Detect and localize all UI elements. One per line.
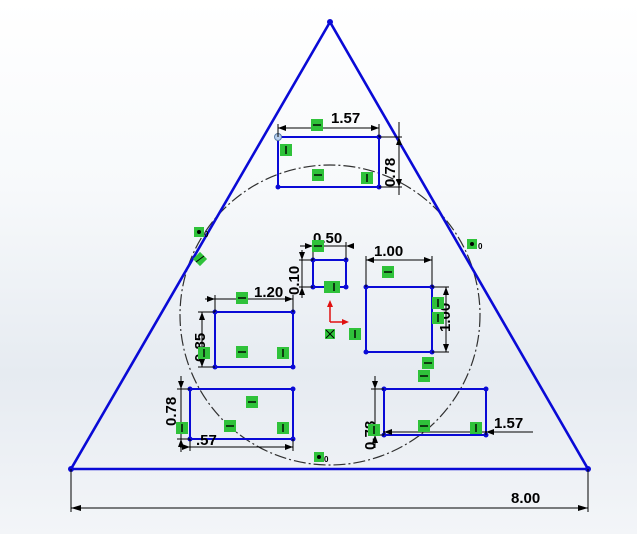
rect-left[interactable] [214,311,294,368]
dim-base-width[interactable]: 8.00 [511,490,540,507]
horizontal-relation-icon [236,292,248,304]
vertical-relation-icon [432,312,444,324]
vertical-relation-icon [361,172,373,184]
triangle-outline[interactable] [68,19,591,471]
vertical-relation-icon [432,297,444,309]
vertical-relation-icon [328,281,340,293]
relation-markers: 0 0 0 [192,227,483,464]
dim-top-width[interactable]: 1.57 [331,110,360,127]
construction-circle[interactable] [179,164,481,466]
vertical-relation-icon [277,422,289,434]
dim-small-height[interactable]: 0.10 [286,266,303,295]
vertical-relation-icon [368,424,380,436]
horizontal-relation-icon [246,396,258,408]
dim-left-width[interactable]: 1.20 [254,284,283,301]
vertical-relation-icon [349,328,361,340]
coincident-icon [467,239,477,249]
horizontal-relation-icon [312,240,324,252]
horizontal-relation-icon [382,266,394,278]
rect-bottom-right[interactable] [383,388,487,436]
rect-top[interactable] [277,136,380,188]
vertical-relation-icon [280,144,292,156]
dimension-arrows [71,125,588,511]
dim-right-width[interactable]: 1.00 [374,243,403,260]
rect-bottom-left[interactable] [189,388,294,440]
coincident-icon [314,452,324,462]
horizontal-relation-icon [224,420,236,432]
dim-bottom-left-width[interactable]: .57 [196,432,217,449]
fix-icon [325,329,335,339]
horizontal-relation-icon [418,420,430,432]
horizontal-relation-icon [311,119,323,131]
relation-label-bottom: 0 [324,455,329,464]
horizontal-relation-icon [422,357,434,369]
dim-bottom-left-height[interactable]: 0.78 [163,397,180,426]
dim-bottom-right-width[interactable]: 1.57 [494,415,523,432]
relation-badges [176,119,482,436]
origin-icon [327,300,349,325]
horizontal-relation-icon [236,346,248,358]
coincident-icon [194,227,204,237]
vertical-relation-icon [176,422,188,434]
dim-top-height[interactable]: 0.78 [382,158,399,187]
vertical-relation-icon [470,422,482,434]
horizontal-relation-icon [312,169,324,181]
relation-label-left: 0 [204,230,209,239]
vertical-relation-icon [198,347,210,359]
vertical-relation-icon [277,347,289,359]
relation-label-right: 0 [478,242,483,251]
dim-right-height[interactable]: 1.00 [437,303,454,332]
tangent-icon [192,251,208,267]
rect-right[interactable] [365,286,433,353]
horizontal-relation-icon [418,370,430,382]
